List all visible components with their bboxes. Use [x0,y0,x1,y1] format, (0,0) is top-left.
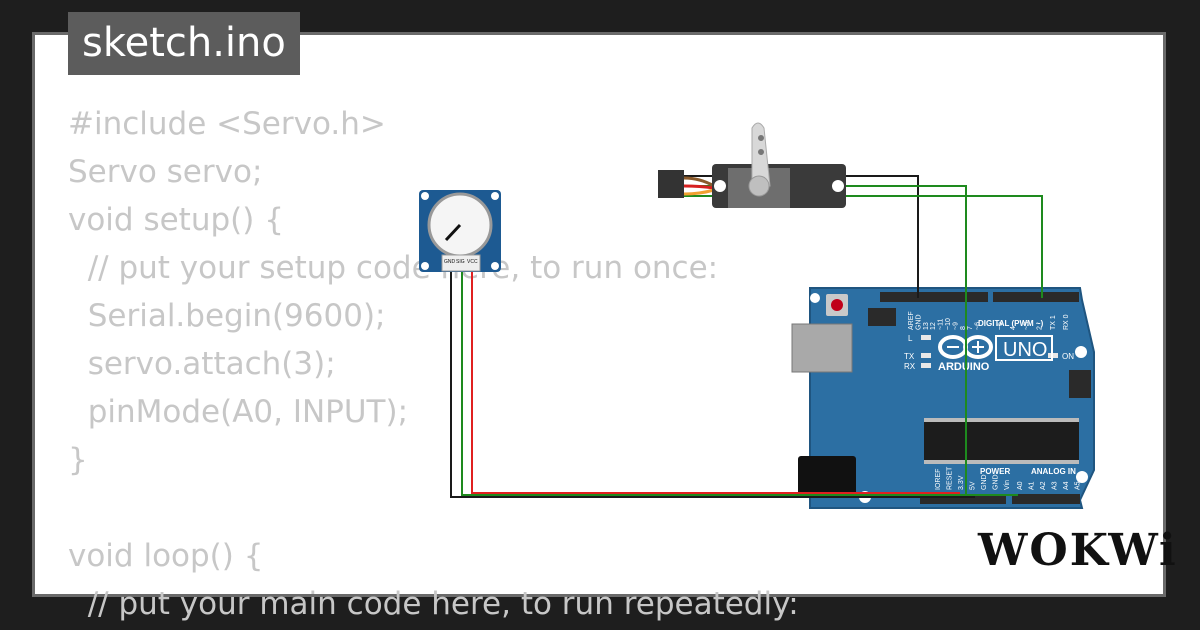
power-jack [798,456,856,498]
servo-shaft-icon [748,175,770,197]
digital-header-label: DIGITAL (PWM ~) [978,319,1044,328]
pin-label: RX 0 [1063,314,1070,330]
pin-label: A5 [1075,481,1082,490]
code-line: pinMode(A0, INPUT); [68,394,409,430]
power-header [920,494,1006,504]
analog-pin-labels: A0 A1 A2 A3 A4 A5 [1017,481,1082,490]
led-label-tx: TX [904,352,915,361]
board-brand-label: ARDUINO [938,361,990,373]
pot-pin-vcc-label: VCC [467,259,478,265]
reset-button-cap[interactable] [831,299,843,311]
code-line: } [68,442,88,478]
code-line: #include <Servo.h> [68,106,386,142]
usb-port [791,323,853,373]
pin-label: A2 [1040,481,1047,490]
pin-label: 13 [923,322,930,330]
power-pin-labels: IOREF RESET 3.3V 5V GND GND Vin [935,466,1011,490]
pin-label: AREF [908,311,915,330]
code-line: // put your main code here, to run repea… [68,586,799,622]
pin-label: TX 1 [1050,315,1057,330]
pin-label: A3 [1052,481,1059,490]
wokwi-logo: WOKWi [978,525,1178,576]
icsp-header [868,308,896,326]
code-line: void setup() { [68,202,284,238]
led-label-l: L [908,334,913,343]
pin-label: GND [981,474,988,490]
digital-header-left [880,292,988,302]
code-line: Servo servo; [68,154,263,190]
uno-badge [995,335,1053,361]
pin-label: ~9 [952,322,959,330]
code-line: servo.attach(3); [68,346,336,382]
led-label-rx: RX [904,362,916,371]
pin-label: ~5 [997,322,1004,330]
file-name-tab[interactable]: sketch.ino [68,12,300,75]
mount-hole [1076,471,1088,483]
pin-label: 3.3V [958,475,965,490]
led-l [921,335,931,340]
wire-servo-signal[interactable] [660,195,1043,298]
servo-connector [658,170,684,198]
pin-label: ~10 [945,318,952,330]
pin-label: Vin [1004,480,1011,490]
atmega-chip [924,422,1079,460]
wire-pot-vcc[interactable] [471,270,960,494]
pin-label: RESET [947,466,954,490]
pin-label: 7 [967,326,974,330]
wire-pot-signal[interactable] [461,270,1018,496]
pin-label: 2 [1037,326,1044,330]
pin-label: 8 [960,326,967,330]
pin-label: GND [993,474,1000,490]
pot-pin-gnd-label: GND [444,259,456,265]
led-rx [921,363,931,368]
arduino-uno-board[interactable]: L TX RX ON UNO ARDUINO DIGITAL (PWM ~) P… [791,287,1095,509]
digital-header-right [993,292,1079,302]
pin-label: 12 [930,322,937,330]
analog-header-label: ANALOG IN [1031,467,1076,476]
pin-label: GND [915,314,922,330]
code-line: Serial.begin(9600); [68,298,386,334]
pin-label: 5V [970,481,977,490]
wire-pot-gnd[interactable] [450,270,975,498]
mount-hole [810,293,820,303]
pin-label: IOREF [935,469,942,490]
pin-label: A1 [1029,481,1036,490]
board-model-label: UNO [1003,339,1047,361]
pin-label: ~3 [1023,322,1030,330]
pin-label: A4 [1063,481,1070,490]
pin-label: ~11 [938,319,945,330]
led-tx [921,353,931,358]
mount-hole [1075,346,1087,358]
pin-label: A0 [1017,481,1024,490]
analog-header [1012,494,1080,504]
pin-label: 4 [1010,326,1017,330]
pin-label: ~6 [975,322,982,330]
icsp2-header [1069,370,1091,398]
servo-motor[interactable] [658,122,846,208]
wires [450,175,1043,498]
power-header-label: POWER [980,467,1010,476]
potentiometer-module[interactable]: GND SIG VCC [419,190,501,272]
code-line: void loop() { [68,538,264,574]
pot-pin-sig-label: SIG [456,259,465,265]
led-label-on: ON [1062,352,1074,361]
